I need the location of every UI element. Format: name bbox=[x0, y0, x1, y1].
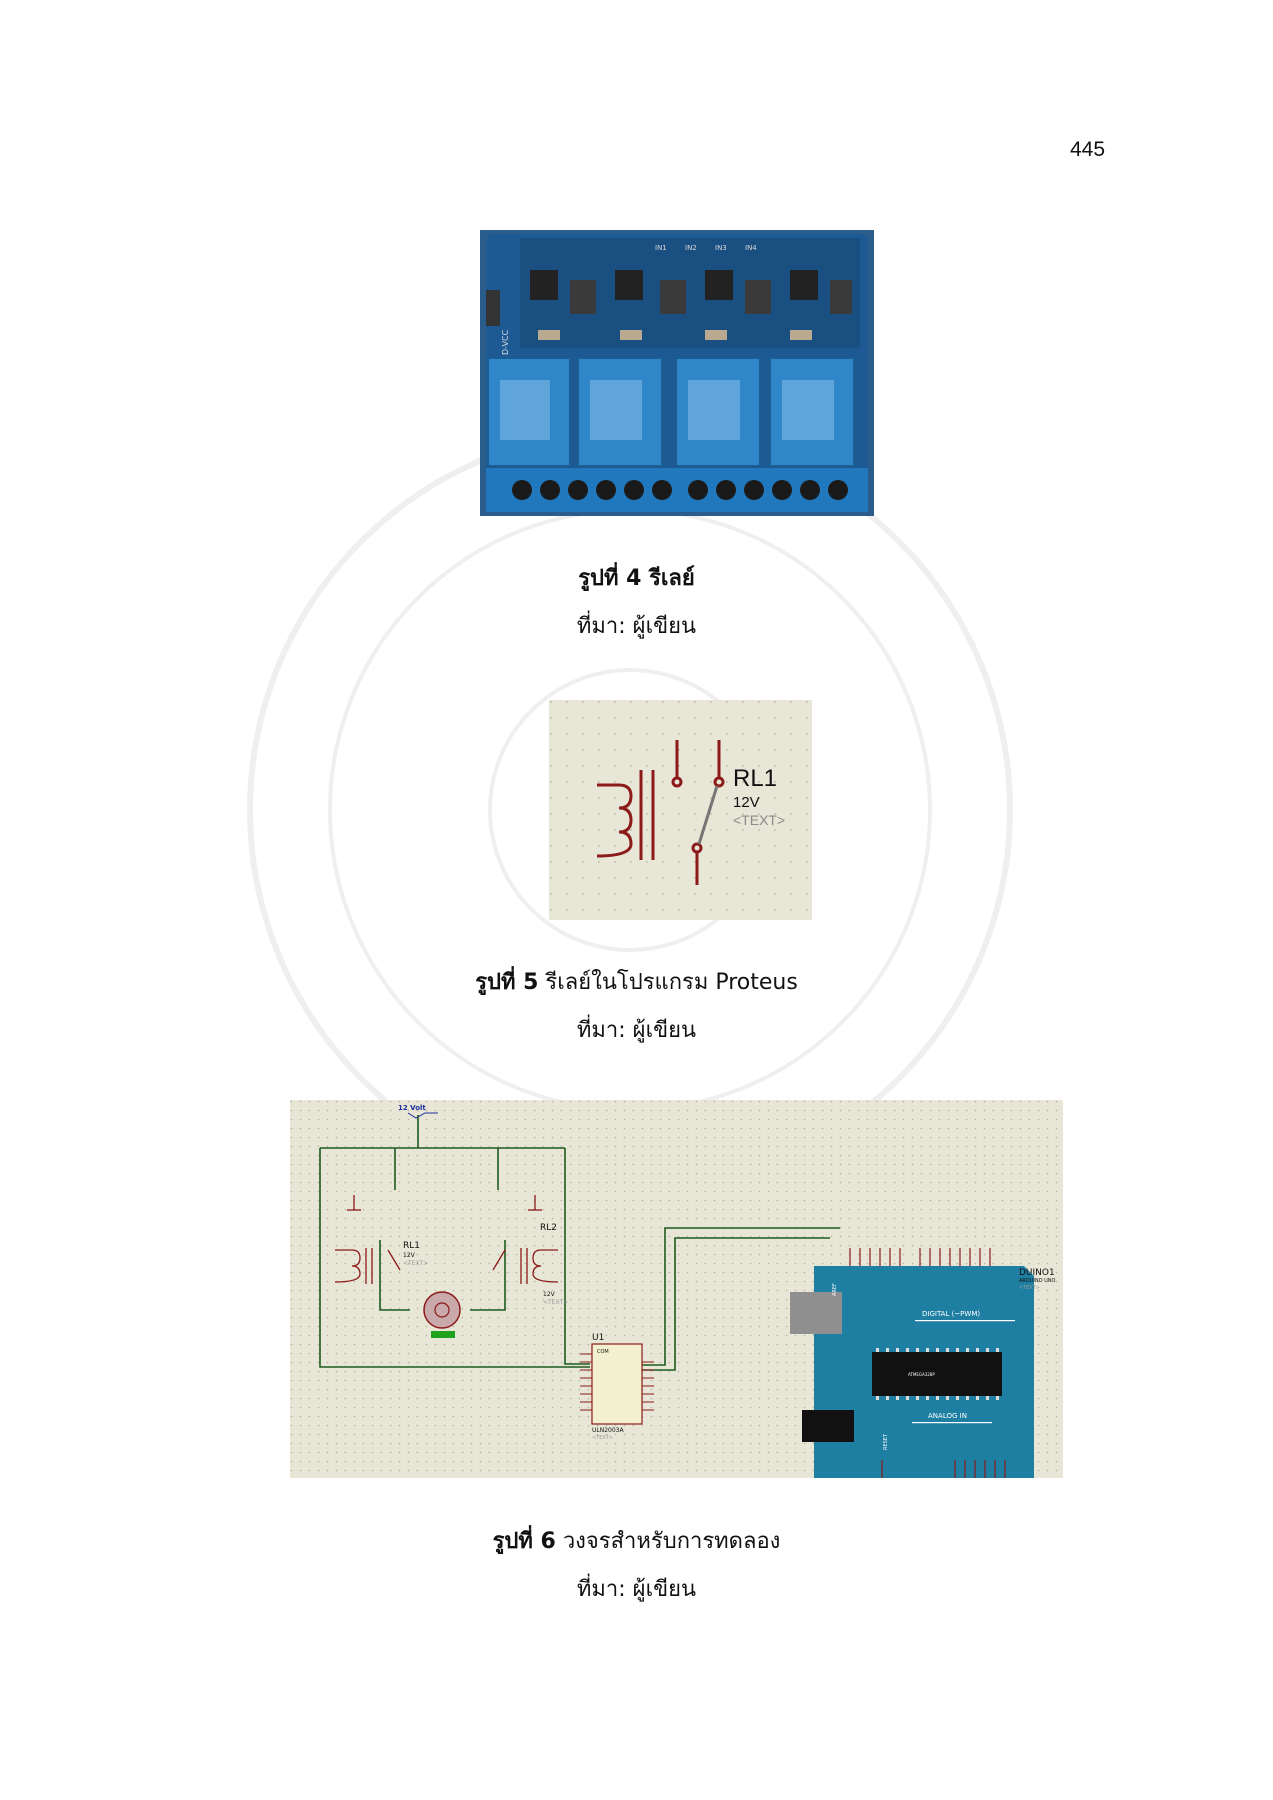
relay-ref-label: RL1 bbox=[733, 765, 777, 792]
power-jack bbox=[802, 1410, 854, 1442]
rl2-ref: RL2 bbox=[540, 1223, 557, 1233]
rl1-ref: RL1 bbox=[403, 1241, 420, 1251]
relay-contacts bbox=[671, 740, 725, 885]
relay-rl1 bbox=[334, 1195, 401, 1284]
dc-motor bbox=[423, 1291, 461, 1338]
relay-module-photo: IN1 IN2 IN3 IN4 D-VCC bbox=[480, 230, 874, 516]
board-label-in4: IN4 bbox=[745, 244, 757, 252]
figure-5-caption: รูปที่ 5 รีเลย์ในโปรแกรม Proteus bbox=[0, 968, 1273, 998]
arduino-reset-label: RESET bbox=[883, 1433, 889, 1450]
arduino-digital-label: DIGITAL (~PWM) bbox=[922, 1310, 980, 1318]
relay-value-label: 12V bbox=[733, 794, 760, 811]
experiment-circuit-schematic: 12 Volt RL1 12V <TEXT> RL2 12V <TEXT> bbox=[290, 1100, 1063, 1478]
figure-6-source: ที่มา: ผู้เขียน bbox=[576, 1577, 697, 1602]
u1-part: ULN2003A bbox=[592, 1427, 624, 1434]
relay-text-label: <TEXT> bbox=[733, 812, 785, 828]
relay-coil bbox=[596, 770, 655, 860]
rl1-value: 12V bbox=[403, 1252, 416, 1259]
figure-5-source: ที่มา: ผู้เขียน bbox=[576, 1018, 697, 1043]
figure-6-caption-text: วงจรสำหรับการทดลอง bbox=[555, 1529, 781, 1554]
proteus-relay-symbol: RL1 12V <TEXT> bbox=[549, 700, 812, 920]
figure-5-caption-text: รีเลย์ในโปรแกรม Proteus bbox=[538, 970, 798, 995]
figure-4-caption: รูปที่ 4 รีเลย์ bbox=[0, 564, 1273, 594]
arduino-aref-label: AREF bbox=[832, 1283, 838, 1296]
relay-rl2 bbox=[492, 1195, 559, 1284]
atmega-chip bbox=[872, 1352, 1002, 1396]
power-label: 12 Volt bbox=[398, 1104, 426, 1112]
figure-6-caption: รูปที่ 6 วงจรสำหรับการทดลอง bbox=[0, 1527, 1273, 1557]
arduino-chip-label: ATMEGA328P bbox=[908, 1372, 935, 1377]
rl2-value: 12V bbox=[543, 1291, 556, 1298]
u1-ref: U1 bbox=[592, 1333, 604, 1343]
figure-6-caption-prefix: รูปที่ 6 bbox=[492, 1529, 556, 1554]
relay-switch-arm bbox=[697, 785, 719, 845]
usb-connector bbox=[790, 1292, 842, 1334]
figure-4-caption-text: รีเลย์ bbox=[641, 566, 695, 591]
u1-text: <TEXT> bbox=[592, 1435, 613, 1441]
circuit-wires bbox=[319, 1115, 840, 1371]
board-label-in3: IN3 bbox=[715, 244, 727, 252]
board-label-in2: IN2 bbox=[685, 244, 697, 252]
uln2003a-driver bbox=[580, 1343, 654, 1425]
rl2-text: <TEXT> bbox=[543, 1299, 568, 1306]
arduino-analog-label: ANALOG IN bbox=[928, 1412, 967, 1420]
arduino-ref: DUINO1 bbox=[1019, 1268, 1055, 1278]
rl1-text: <TEXT> bbox=[403, 1260, 428, 1267]
figure-4-source: ที่มา: ผู้เขียน bbox=[576, 614, 697, 639]
u1-com: COM bbox=[597, 1349, 609, 1355]
arduino-uno-board bbox=[790, 1248, 1034, 1478]
arduino-text: <TEXT> bbox=[1019, 1285, 1040, 1291]
board-label-in1: IN1 bbox=[655, 244, 667, 252]
page-number: 445 bbox=[1070, 138, 1106, 161]
figure-5-caption-prefix: รูปที่ 5 bbox=[475, 970, 539, 995]
figure-4-caption-prefix: รูปที่ 4 bbox=[578, 566, 642, 591]
arduino-part: ARDUINO UNO bbox=[1019, 1278, 1056, 1284]
board-side-label: D-VCC bbox=[501, 329, 510, 355]
